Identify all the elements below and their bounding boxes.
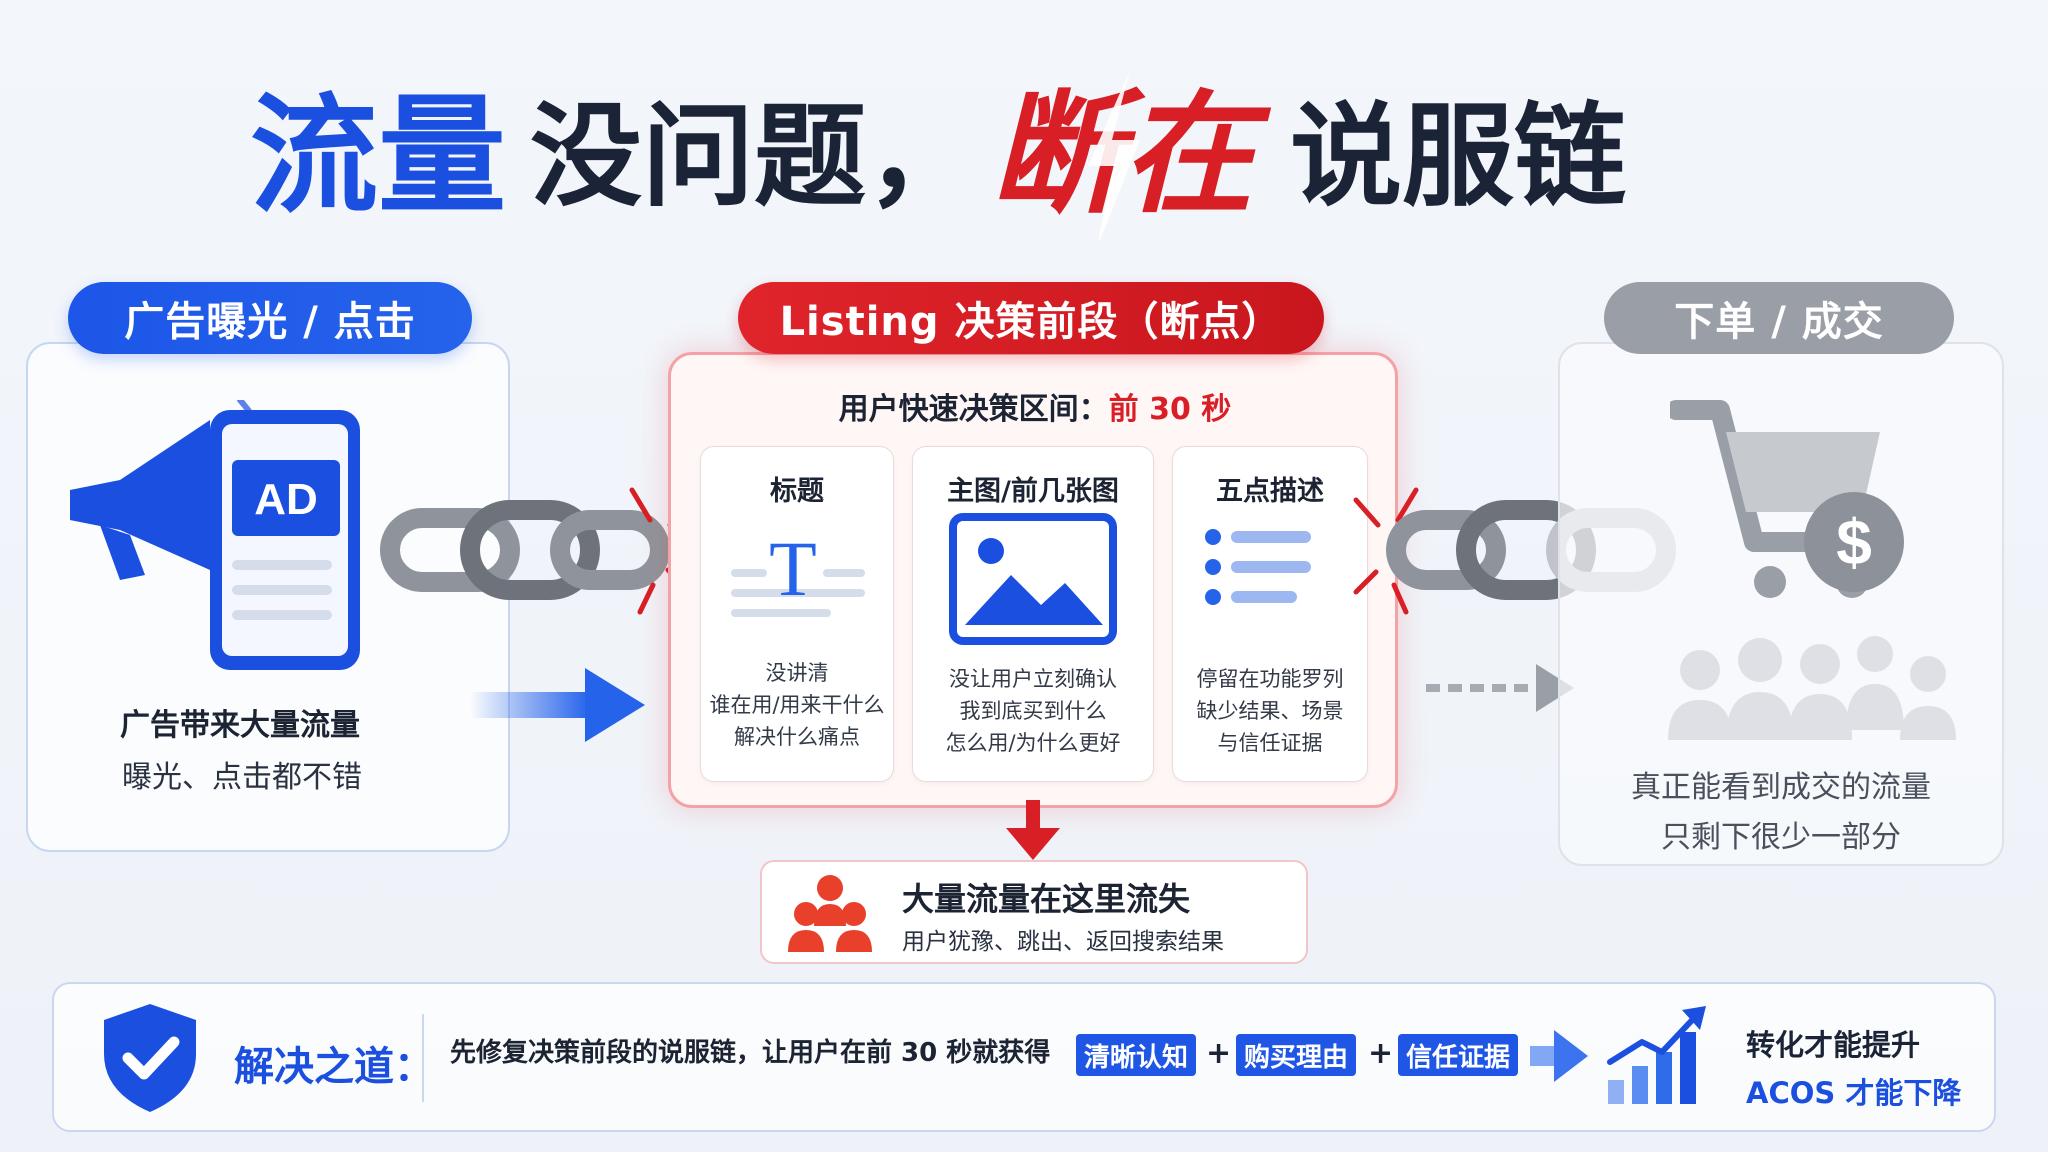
pill-ad-exposure: 广告曝光 / 点击: [68, 282, 472, 354]
card-title: 主图/前几张图: [947, 476, 1119, 507]
pill-listing-decision: Listing 决策前段（断点）: [738, 282, 1324, 354]
dollar-coin-icon: [1804, 492, 1904, 592]
bullet-list-icon: [1205, 529, 1311, 605]
text-title-icon: T: [731, 527, 865, 617]
svg-text:$: $: [1836, 506, 1872, 578]
pill-order-deal: 下单 / 成交: [1604, 282, 1954, 354]
card-line: 停留在功能罗列: [1196, 667, 1344, 691]
card-line: 我到底买到什么: [959, 699, 1107, 723]
tag-purchase-reason: 购买理由: [1236, 1034, 1357, 1076]
result-arrow-icon: [1530, 1030, 1588, 1082]
plus-sign: +: [1368, 1036, 1394, 1071]
card-line: 缺少结果、场景: [1196, 699, 1344, 723]
traffic-loss-subtitle: 用户犹豫、跳出、返回搜索结果: [902, 929, 1224, 955]
decision-window-header: 用户快速决策区间：前 30 秒: [670, 384, 1400, 428]
right-line-2: 只剩下很少一部分: [1661, 820, 1901, 855]
card-title-element: 标题 T 没讲清 谁在用/用来干什么 解决什么痛点: [700, 446, 894, 782]
card-title: 五点描述: [1216, 476, 1324, 507]
traffic-loss-title: 大量流量在这里流失: [902, 880, 1191, 918]
down-arrow-icon: [1006, 800, 1060, 860]
shopping-cart-icon: $: [1670, 400, 1904, 598]
shield-check-icon: [104, 1004, 196, 1112]
card-line: 解决什么痛点: [734, 725, 860, 749]
right-line-1: 真正能看到成交的流量: [1631, 770, 1931, 805]
chain-left-icon: [380, 487, 695, 615]
tag-trust-evidence: 信任证据: [1398, 1034, 1519, 1076]
title-part-1: 流量: [250, 82, 506, 231]
card-line: 怎么用/为什么更好: [945, 731, 1121, 755]
decision-window-highlight: 前 30 秒: [1108, 392, 1232, 427]
solution-divider: [422, 1014, 424, 1102]
svg-text:T: T: [769, 527, 817, 612]
lightning-crack-icon: [1088, 70, 1140, 240]
card-title: 标题: [770, 476, 824, 507]
ad-phone-illustration: AD: [70, 400, 360, 670]
faded-crowd-icon: [1668, 636, 1956, 740]
panel-order-deal: [1558, 342, 2004, 866]
decision-window-label: 用户快速决策区间：: [838, 392, 1109, 427]
title-part-2: 没问题，: [530, 92, 978, 222]
phone-icon: [210, 410, 360, 670]
image-icon: [949, 513, 1117, 645]
plus-sign: +: [1206, 1036, 1232, 1071]
users-group-icon: [788, 875, 872, 952]
card-main-image: 主图/前几张图 没让用户立刻确认 我到底买到什么 怎么用/为什么更好: [912, 446, 1154, 782]
dotted-arrow-icon: [1426, 664, 1574, 712]
card-bullet-points: 五点描述 停留在功能罗列 缺少结果、场景 与信任证据: [1172, 446, 1368, 782]
card-line: 没让用户立刻确认: [949, 667, 1117, 691]
card-line: 谁在用/用来干什么: [709, 693, 885, 717]
card-line: 与信任证据: [1217, 731, 1323, 755]
card-line: 没讲清: [765, 661, 829, 685]
title-part-4: 说服链: [1290, 92, 1626, 222]
tag-clear-cognition: 清晰认知: [1076, 1034, 1197, 1076]
flow-arrow-icon: [470, 668, 645, 742]
solution-label: 解决之道：: [234, 1044, 434, 1090]
page-title: 流量 没问题， 断在 说服链: [250, 70, 1626, 240]
solution-text: 先修复决策前段的说服链，让用户在前 30 秒就获得: [450, 1038, 1051, 1068]
left-line-1: 广告带来大量流量: [120, 708, 360, 743]
result-acos: ACOS 才能下降: [1746, 1076, 1962, 1110]
left-line-2: 曝光、点击都不错: [122, 760, 362, 795]
result-conversion: 转化才能提升: [1746, 1028, 1921, 1062]
growth-chart-icon: [1607, 1006, 1706, 1104]
ad-badge: AD: [254, 475, 318, 524]
